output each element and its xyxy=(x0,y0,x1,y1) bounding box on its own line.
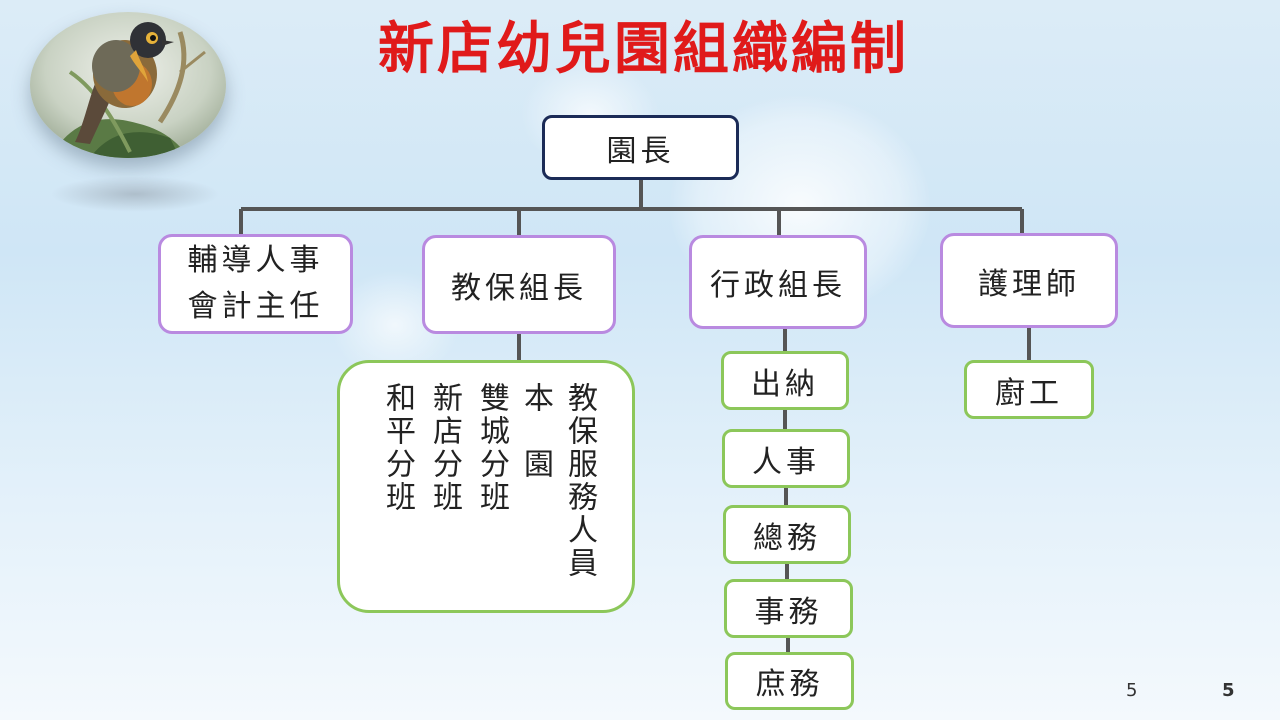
general-affairs-label: 總務 xyxy=(753,520,821,556)
counsel-label: 輔導人事 xyxy=(187,243,324,278)
bird-photo xyxy=(30,12,226,158)
nurse-box: 護理師 xyxy=(940,233,1118,328)
photo-shadow xyxy=(50,176,220,212)
nurse-label: 護理師 xyxy=(978,266,1080,302)
slide-number: 5 xyxy=(1222,680,1235,701)
affairs-box: 事務 xyxy=(724,579,853,638)
cashier-box: 出納 xyxy=(721,351,849,410)
misc-affairs-box: 庶務 xyxy=(725,652,854,710)
shuangcheng-branch-label: 雙城分班 xyxy=(474,382,509,514)
cashier-label: 出納 xyxy=(751,366,819,402)
personnel-label: 人事 xyxy=(752,444,820,480)
main-campus-label: 本 園 xyxy=(518,382,553,481)
admin-head-label: 行政組長 xyxy=(710,268,846,303)
cook-box: 廚工 xyxy=(964,360,1094,419)
page-title: 新店幼兒園組織編制 xyxy=(378,17,909,82)
affairs-label: 事務 xyxy=(754,594,823,630)
principal-label: 園長 xyxy=(606,133,675,169)
general-affairs-box: 總務 xyxy=(723,505,851,564)
accounting-label: 會計主任 xyxy=(187,289,324,324)
personnel-box: 人事 xyxy=(722,429,850,488)
counsel-accounting-box: 輔導人事 會計主任 xyxy=(158,234,353,334)
admin-head-box: 行政組長 xyxy=(689,235,867,329)
heping-branch-label: 和平分班 xyxy=(380,382,415,514)
cook-label: 廚工 xyxy=(995,375,1063,411)
edu-head-label: 教保組長 xyxy=(451,270,587,306)
edu-staff-label: 教保服務人員 xyxy=(562,382,597,580)
xindian-branch-label: 新店分班 xyxy=(427,382,462,514)
misc-affairs-label: 庶務 xyxy=(755,667,824,702)
edu-head-box: 教保組長 xyxy=(422,235,616,334)
page-number: 5 xyxy=(1126,680,1138,701)
principal-box: 園長 xyxy=(542,115,739,180)
edu-staff-box xyxy=(337,360,635,613)
